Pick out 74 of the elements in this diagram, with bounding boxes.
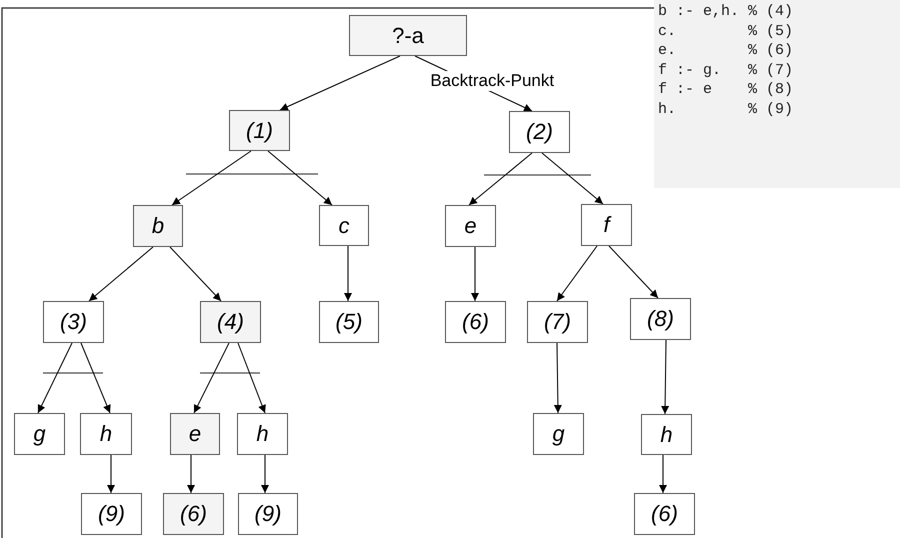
goal-box bbox=[319, 301, 379, 343]
goal-box bbox=[43, 301, 104, 343]
goal-box bbox=[533, 413, 584, 455]
code-line: c. % (5) bbox=[658, 22, 794, 40]
goal-text: (9) bbox=[254, 501, 282, 527]
goal-box bbox=[14, 413, 65, 455]
goal-text: b bbox=[152, 213, 164, 239]
goal-text: (4) bbox=[217, 309, 244, 335]
goal-box bbox=[229, 110, 290, 151]
goal-text: h bbox=[256, 421, 269, 447]
arrow bbox=[107, 454, 115, 494]
goal-box bbox=[200, 301, 261, 343]
goal-text: c bbox=[338, 212, 350, 238]
arrow bbox=[261, 454, 269, 494]
goal-text: (5) bbox=[336, 309, 362, 335]
arrow bbox=[170, 246, 222, 302]
goal-box bbox=[445, 205, 496, 247]
code-line: e. % (6) bbox=[658, 42, 794, 60]
goal-text: (3) bbox=[60, 309, 87, 335]
arrow bbox=[659, 454, 667, 494]
arrow bbox=[556, 246, 598, 302]
arrow bbox=[38, 342, 72, 414]
arrow bbox=[608, 246, 658, 298]
arrow bbox=[344, 246, 352, 302]
goal-text: (8) bbox=[647, 306, 674, 332]
code-line: f :- e % (8) bbox=[658, 81, 794, 99]
goal-text: (9) bbox=[98, 501, 125, 527]
goal-box bbox=[81, 493, 142, 535]
arrow bbox=[187, 454, 195, 494]
goal-box bbox=[349, 15, 467, 56]
goal-box bbox=[509, 111, 570, 153]
arrow bbox=[238, 342, 266, 414]
goal-text: (7) bbox=[544, 309, 571, 335]
goal-box bbox=[527, 301, 588, 343]
code-line: h. % (9) bbox=[658, 100, 794, 118]
arrow bbox=[172, 150, 252, 206]
goal-box bbox=[170, 413, 220, 455]
goal-box bbox=[641, 414, 692, 455]
goal-text: g bbox=[33, 421, 46, 447]
goal-text: h bbox=[660, 422, 673, 448]
arrow bbox=[194, 342, 230, 414]
arrow bbox=[554, 342, 562, 414]
code-line: b :- e,h. % (4) bbox=[658, 3, 794, 21]
goal-box bbox=[634, 493, 695, 535]
goal-box bbox=[581, 204, 632, 246]
arrow bbox=[268, 150, 332, 206]
arrow bbox=[542, 152, 604, 204]
goal-text: g bbox=[552, 421, 565, 447]
arrow bbox=[471, 246, 479, 302]
goal-text: f bbox=[603, 212, 610, 238]
arrow bbox=[280, 56, 400, 110]
goal-box bbox=[237, 413, 288, 455]
goal-box bbox=[238, 493, 298, 535]
edge-label: Backtrack-Punkt bbox=[429, 71, 556, 91]
arrow bbox=[661, 340, 670, 414]
goal-box bbox=[80, 413, 132, 455]
goal-text: ?-a bbox=[392, 22, 424, 48]
goal-box bbox=[163, 493, 224, 535]
goal-text: (6) bbox=[180, 501, 207, 527]
goal-text: h bbox=[100, 421, 112, 447]
goal-box bbox=[133, 205, 183, 247]
code-line: f :- g. % (7) bbox=[658, 62, 794, 80]
arrow bbox=[468, 152, 532, 206]
goal-box bbox=[445, 301, 506, 343]
goal-text: (6) bbox=[651, 501, 678, 527]
arrow bbox=[80, 342, 111, 414]
goal-text: (1) bbox=[246, 118, 273, 144]
goal-box bbox=[630, 298, 691, 340]
goal-text: e bbox=[188, 421, 202, 447]
goal-text: (2) bbox=[526, 119, 553, 145]
goal-text: e bbox=[464, 213, 477, 239]
arrow bbox=[88, 246, 154, 302]
goal-text: (6) bbox=[462, 309, 489, 335]
goal-box bbox=[319, 205, 369, 246]
